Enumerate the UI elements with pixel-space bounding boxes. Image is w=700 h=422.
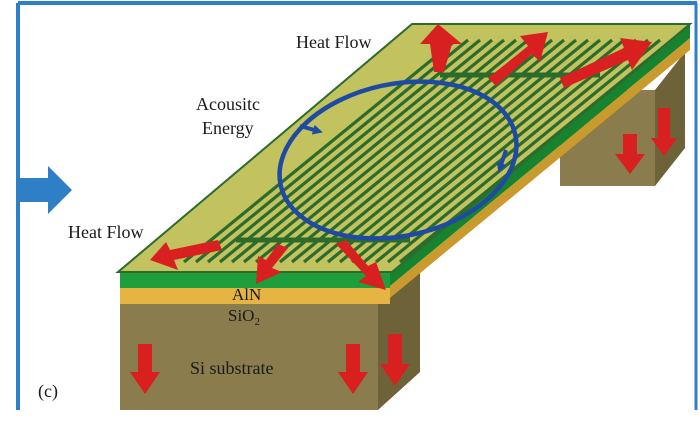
si-substrate-label: Si substrate bbox=[190, 358, 274, 378]
down-arrow-icon bbox=[380, 334, 410, 386]
panel-label: (c) bbox=[38, 381, 58, 402]
sio2-label: SiO2 bbox=[228, 306, 260, 328]
down-arrow-icon bbox=[651, 108, 677, 156]
heat-arrow-icon bbox=[150, 240, 222, 270]
heat-arrow-icon bbox=[488, 32, 548, 86]
acoustic-energy-loop bbox=[277, 79, 519, 241]
down-arrow-icon bbox=[130, 344, 160, 394]
heat-flow-top-label: Heat Flow bbox=[296, 32, 372, 52]
aln-layer-front bbox=[120, 272, 390, 288]
substrate-front bbox=[120, 300, 378, 410]
heat-arrow-icon bbox=[420, 24, 462, 72]
sio2-label-subscript: 2 bbox=[254, 316, 260, 328]
heat-flow-left-label: Heat Flow bbox=[68, 222, 144, 242]
sio2-layer-front bbox=[120, 286, 390, 304]
sio2-label-base: SiO bbox=[228, 306, 254, 325]
down-arrow-icon bbox=[338, 344, 368, 394]
acoustic-energy-label-line1: Acousitc bbox=[196, 94, 260, 114]
heat-arrows-plate bbox=[150, 24, 652, 290]
heat-arrow-icon bbox=[256, 244, 288, 284]
heat-arrow-icon bbox=[336, 240, 386, 290]
loop-arrow-left-icon bbox=[299, 124, 323, 135]
side-arrow-icon bbox=[20, 166, 72, 214]
heat-arrows-substrate bbox=[130, 108, 677, 394]
sio2-layer-side bbox=[390, 38, 690, 298]
down-arrow-icon bbox=[615, 134, 645, 174]
loop-arrow-right-icon bbox=[496, 149, 508, 173]
aln-label: AlN bbox=[232, 285, 261, 304]
acoustic-energy-label-line2: Energy bbox=[202, 118, 254, 138]
heat-arrow-icon bbox=[560, 38, 652, 88]
aln-layer-side bbox=[390, 24, 690, 286]
